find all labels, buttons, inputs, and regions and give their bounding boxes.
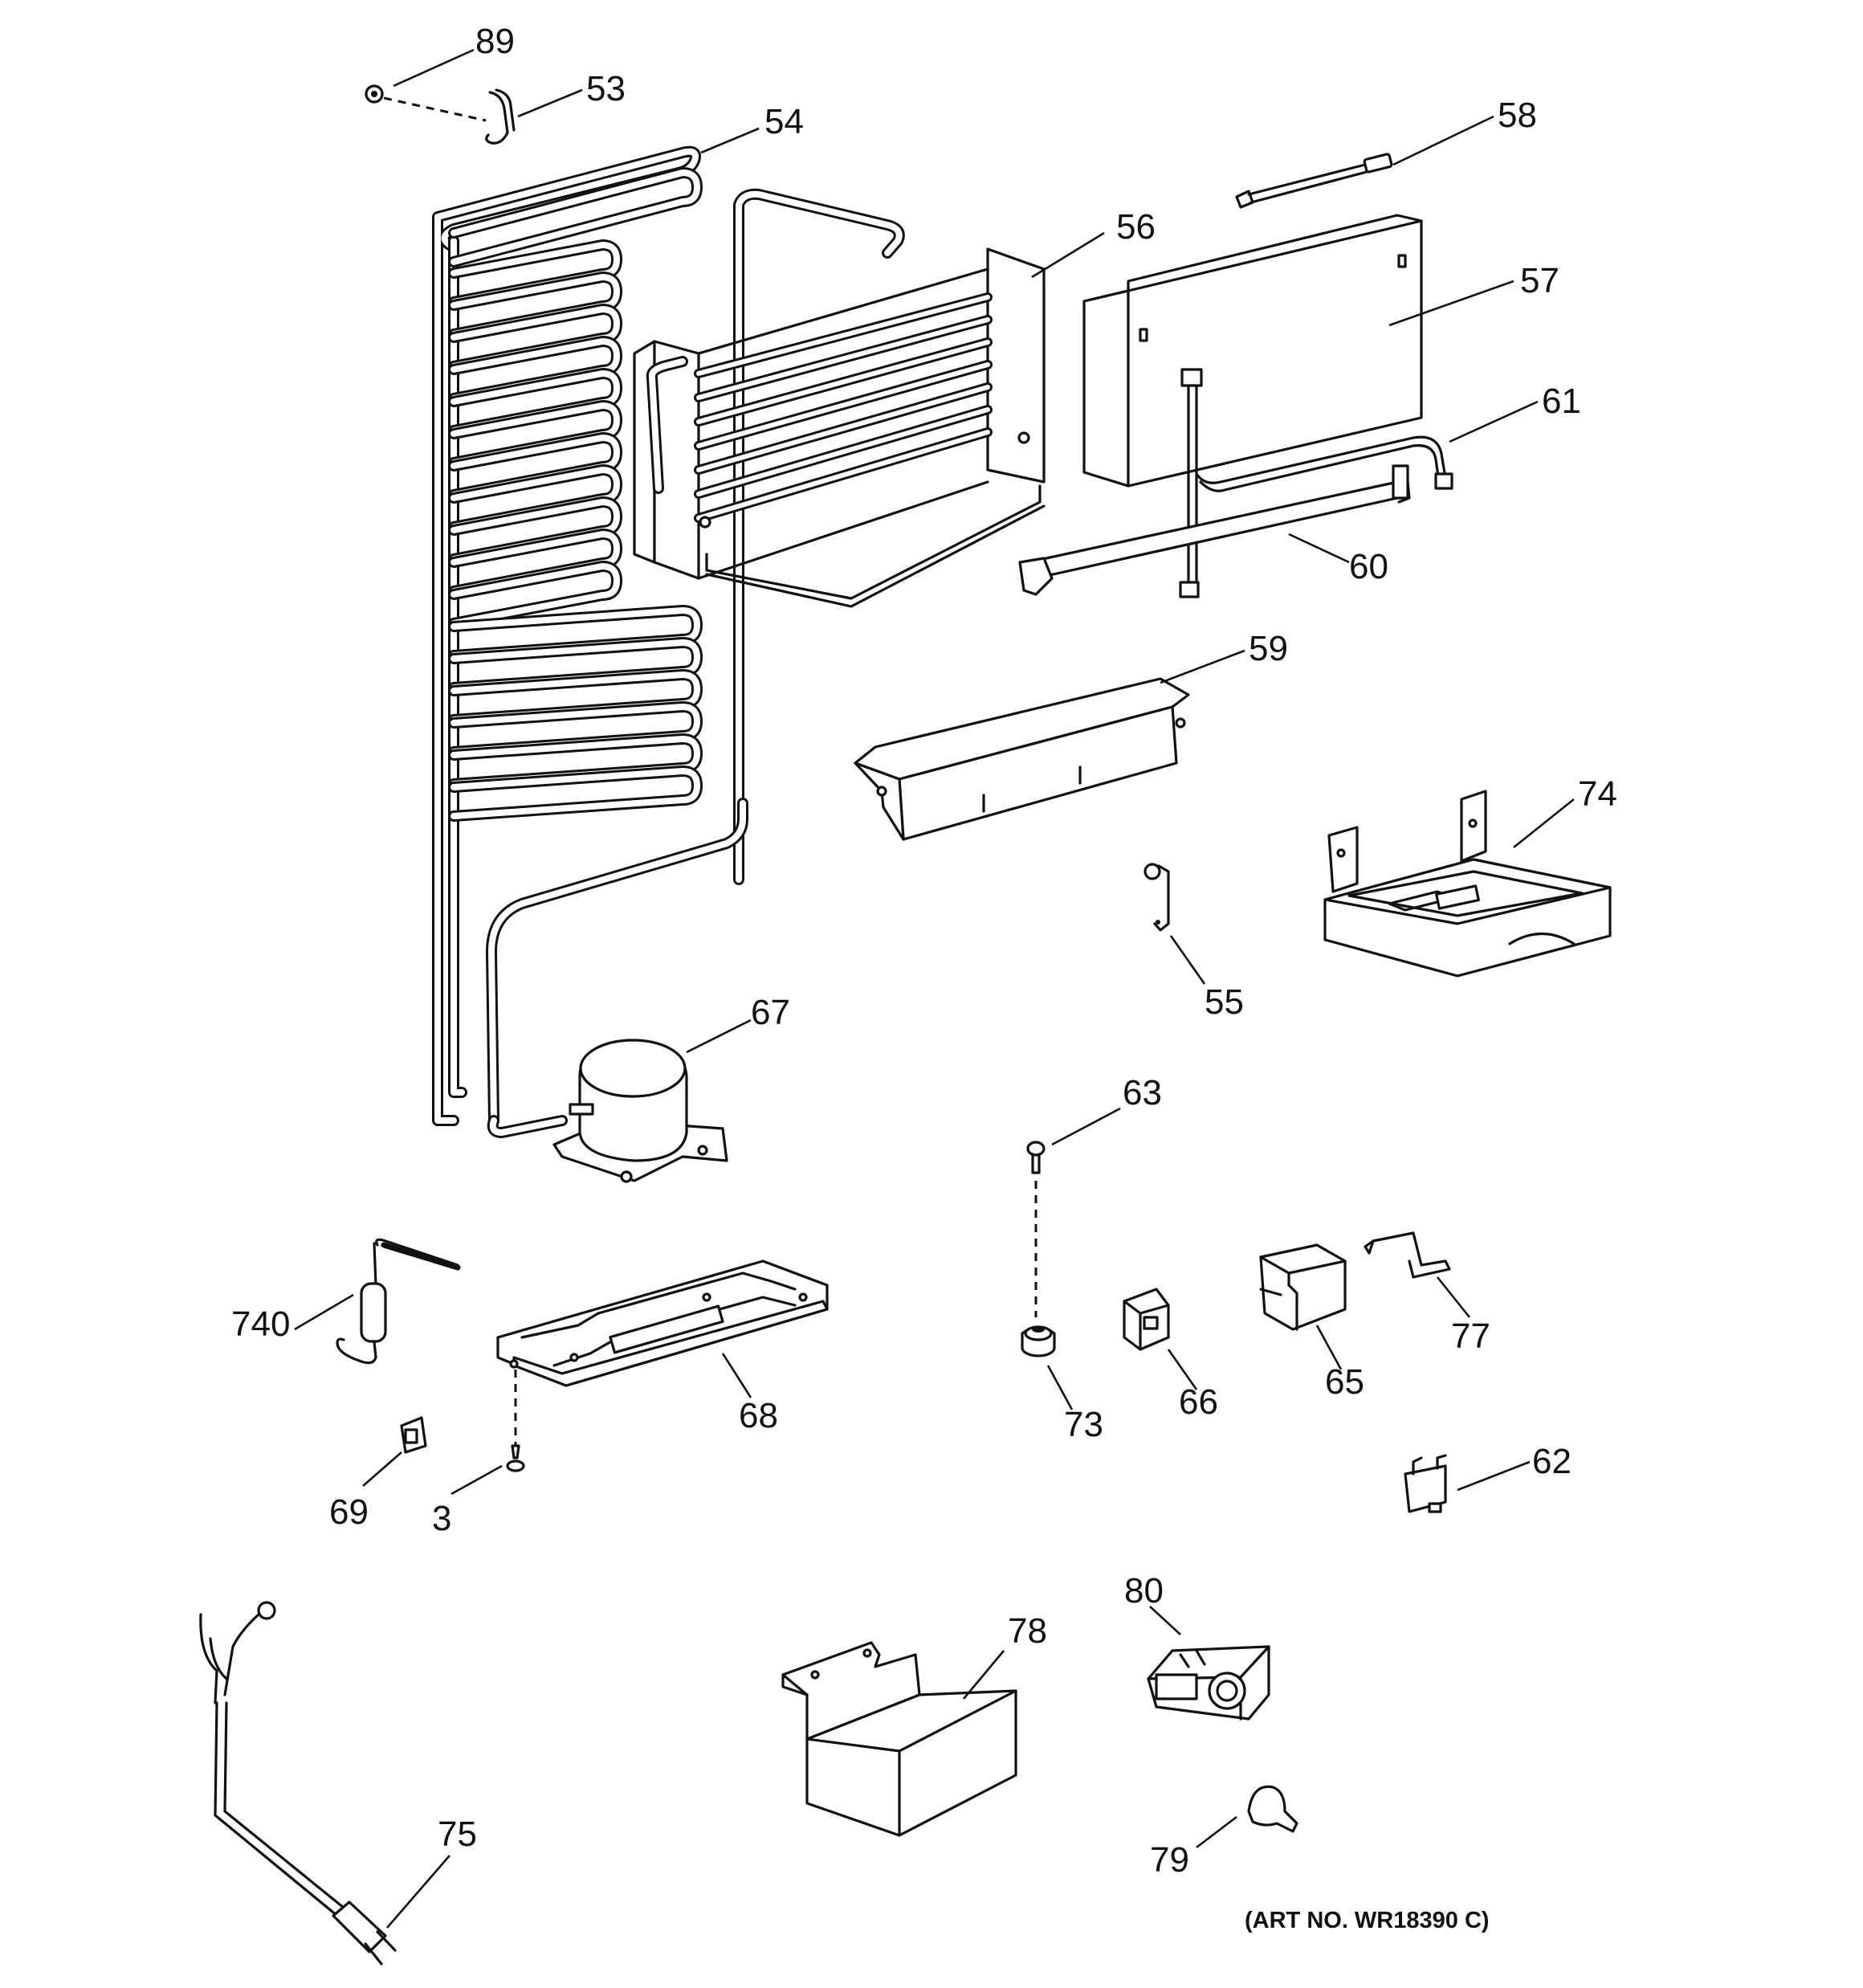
callout-78: 78: [1008, 1611, 1047, 1651]
frame-rod: [696, 295, 990, 376]
callout-75: 75: [438, 1815, 477, 1854]
screw: [506, 1370, 525, 1472]
callout-63: 63: [1123, 1073, 1162, 1112]
frame-rod: [696, 430, 990, 520]
coil-loop: [450, 768, 700, 819]
callout-65: 65: [1325, 1362, 1364, 1402]
callout-61: 61: [1542, 382, 1581, 421]
frame-rod: [696, 362, 990, 448]
start-relay: [1123, 1288, 1170, 1351]
compressor: [486, 798, 748, 1183]
run-capacitor: [1147, 1645, 1270, 1721]
fan-shroud: [1082, 214, 1423, 488]
defrost-sensor: [1235, 153, 1393, 209]
spring-clip: [1143, 863, 1170, 932]
wiring-harness: [1018, 368, 1453, 598]
callout-62: 62: [1532, 1442, 1572, 1481]
callout-labels: 89 53 54 58 56 57 61 60 59 74 55 67 63 7…: [231, 22, 1617, 1880]
mounting-base-rails: [496, 1259, 829, 1387]
frame-rod: [696, 407, 990, 496]
cord-clip: [1247, 1785, 1298, 1833]
callout-56: 56: [1116, 207, 1156, 247]
wire-clip: [400, 1416, 427, 1454]
callout-740: 740: [231, 1304, 290, 1344]
callout-73: 73: [1064, 1405, 1103, 1444]
coil-loop: [450, 169, 700, 265]
retainer-clip: [1364, 1231, 1451, 1279]
callout-60: 60: [1349, 547, 1388, 586]
coil-loop: [450, 563, 620, 627]
callout-67: 67: [751, 993, 790, 1032]
mounting-clip: [365, 84, 516, 145]
frame-rod: [696, 340, 990, 424]
callout-69: 69: [329, 1492, 369, 1532]
callout-55: 55: [1205, 982, 1244, 1022]
callout-80: 80: [1124, 1571, 1164, 1610]
callout-74: 74: [1578, 774, 1617, 814]
callout-53: 53: [586, 69, 626, 108]
callout-89: 89: [475, 22, 515, 61]
frame-rod: [696, 317, 990, 400]
art-number: (ART NO. WR18390 C): [1245, 1908, 1490, 1933]
overload-cover: [1259, 1243, 1347, 1331]
condenser-frame: [633, 188, 1046, 885]
callout-59: 59: [1249, 629, 1288, 668]
drain-pan: [1323, 790, 1612, 978]
compressor-cover: [781, 1641, 1017, 1837]
condenser-coil: [432, 145, 703, 1126]
callout-77: 77: [1451, 1316, 1490, 1356]
callout-58: 58: [1498, 96, 1537, 135]
leader-lines: [294, 48, 1575, 1929]
callout-68: 68: [739, 1396, 778, 1435]
frame-rod: [696, 385, 990, 472]
filter-drier: [336, 1238, 461, 1365]
callout-66: 66: [1179, 1382, 1218, 1422]
callout-54: 54: [764, 102, 804, 141]
capacitor-bracket: [1404, 1454, 1447, 1513]
callout-57: 57: [1520, 261, 1559, 300]
callout-3: 3: [432, 1499, 451, 1538]
compressor-bracket: [854, 677, 1190, 841]
callout-79: 79: [1150, 1840, 1189, 1880]
grommet-screw: [1021, 1141, 1056, 1357]
power-cord: [199, 1601, 397, 1966]
